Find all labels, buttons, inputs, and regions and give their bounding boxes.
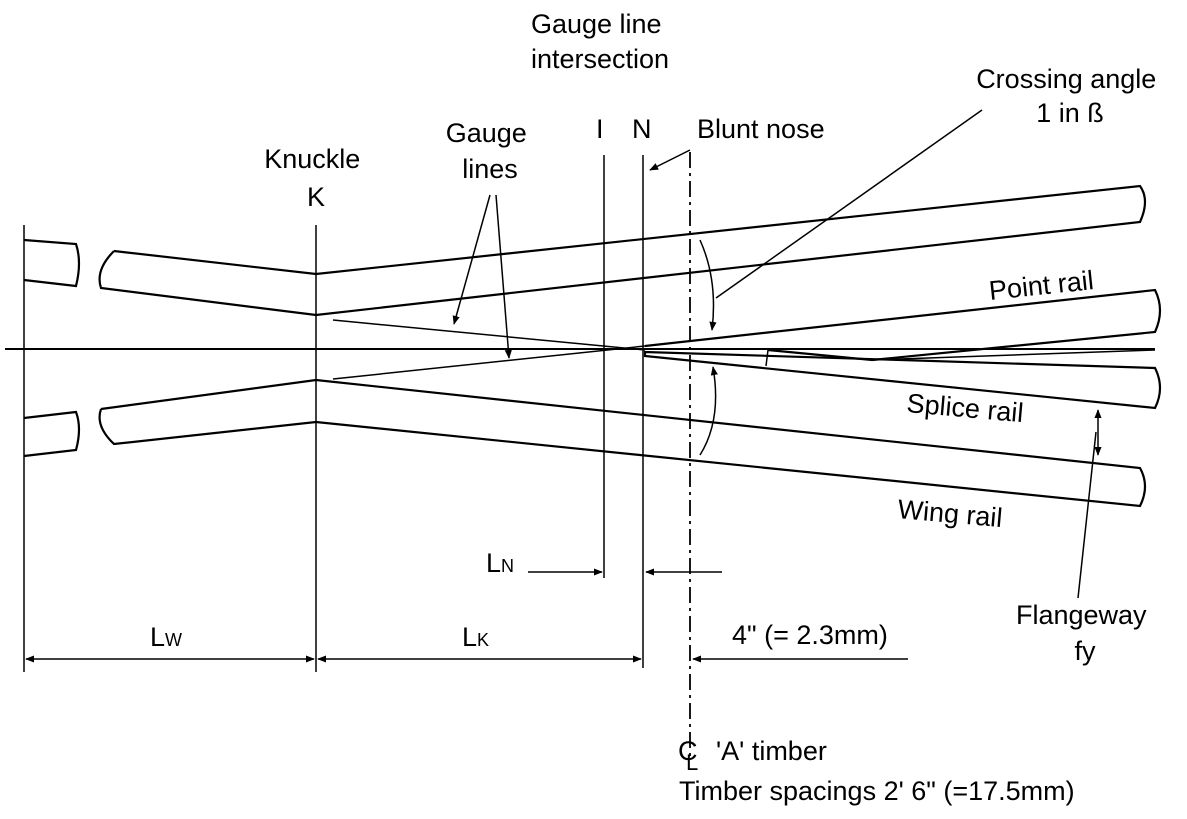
crossing-angle-leader xyxy=(715,109,983,299)
splice-joint xyxy=(765,349,769,367)
point-rail-label: Point rail xyxy=(987,265,1095,306)
centreline-symbol-l: L xyxy=(686,750,698,775)
point-rail xyxy=(644,288,1162,362)
lk-label: LK xyxy=(462,622,489,652)
splice-rail xyxy=(643,350,1162,410)
ln-label: LN xyxy=(486,548,514,578)
upper-wing-rail xyxy=(98,184,1147,317)
gauge-lines-label: Gauge lines xyxy=(446,118,535,184)
blunt-nose-leader xyxy=(649,149,691,171)
crossing-angle-arc-upper xyxy=(699,239,717,331)
crossing-angle-arc-lower xyxy=(699,366,718,456)
splice-rail-label: Splice rail xyxy=(905,388,1024,428)
four-inch-label: 4" (= 2.3mm) xyxy=(732,620,888,650)
lower-gauge-line xyxy=(332,345,646,380)
crossing-angle-label: Crossing angle 1 in ß xyxy=(976,64,1164,128)
splice-point-junction xyxy=(871,349,1156,361)
blunt-nose-label: Blunt nose xyxy=(697,114,825,144)
lw-label: LW xyxy=(150,622,182,652)
flangeway-label: Flangeway fy xyxy=(1016,600,1154,666)
timber-spacings-label: Timber spacings 2' 6" (=17.5mm) xyxy=(679,776,1075,806)
gauge-line-intersection-label: Gauge line intersection xyxy=(531,9,669,74)
centreline-symbol-c: C xyxy=(678,736,698,766)
point-n-label: N xyxy=(632,114,652,144)
knuckle-label: Knuckle K xyxy=(264,144,368,212)
a-timber-label: 'A' timber xyxy=(716,736,827,766)
upper-left-rail-stub xyxy=(23,238,81,288)
gauge-lines-leader-2 xyxy=(495,194,512,359)
point-i-label: I xyxy=(596,114,604,144)
flangeway-leader xyxy=(1077,431,1097,599)
wing-rail-label: Wing rail xyxy=(896,494,1003,533)
lower-left-rail-stub xyxy=(23,410,81,458)
gauge-lines-leader-1 xyxy=(452,194,491,325)
upper-gauge-line xyxy=(332,319,646,351)
lower-wing-rail xyxy=(98,378,1147,508)
